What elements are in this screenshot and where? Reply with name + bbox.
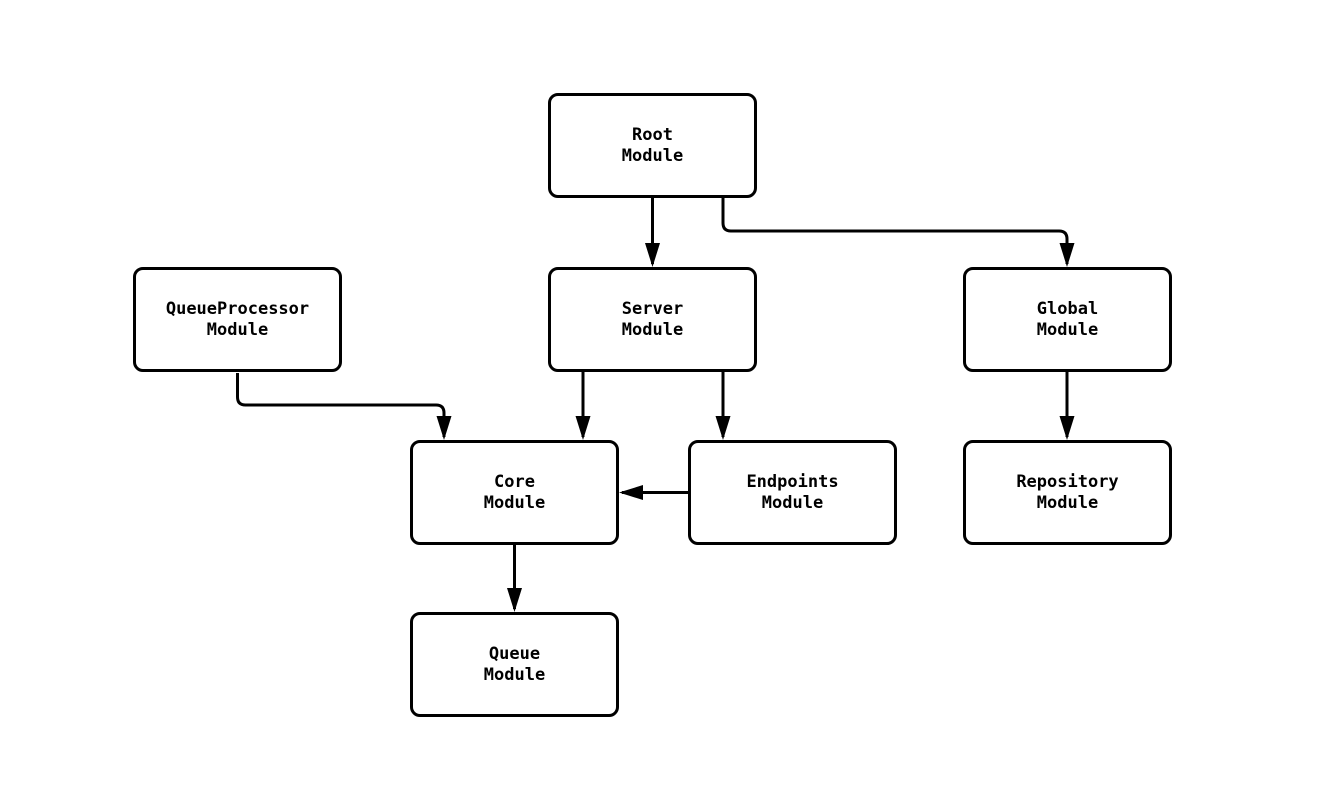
- node-repository-module: Repository Module: [963, 440, 1172, 545]
- node-endpoints-module: Endpoints Module: [688, 440, 897, 545]
- edge-queueprocessor-to-core: [236, 373, 452, 440]
- node-queueprocessor-module: QueueProcessor Module: [133, 267, 342, 372]
- node-server-module: Server Module: [548, 267, 757, 372]
- node-root-module: Root Module: [548, 93, 757, 198]
- node-global-module: Global Module: [963, 267, 1172, 372]
- node-queue-module: Queue Module: [410, 612, 619, 717]
- node-core-module: Core Module: [410, 440, 619, 545]
- edge-root-to-global: [721, 198, 1075, 267]
